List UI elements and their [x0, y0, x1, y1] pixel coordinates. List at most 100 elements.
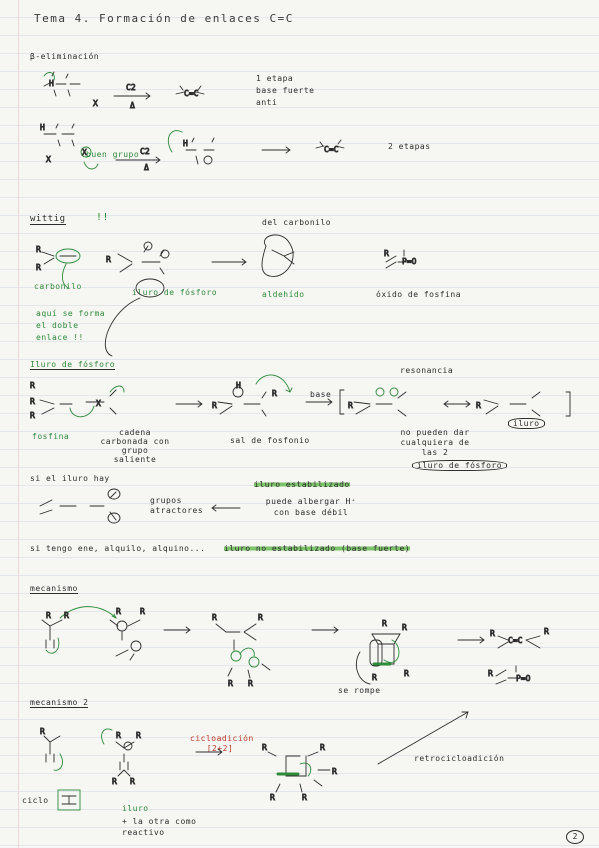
mech-r13: R: [490, 629, 495, 638]
note-halide-chain: cadena carbonada con grupo saliente: [100, 428, 170, 464]
note-two-steps: 2 etapas: [388, 142, 431, 151]
note-carbonyl-top: del carbonilo: [262, 218, 332, 227]
mech-r9: R: [382, 619, 387, 628]
note-can-be-any: no pueden dar cualquiera de las 2: [400, 428, 470, 457]
elim2-c2: C2: [140, 147, 150, 156]
note-carbonyl: carbonilo: [34, 282, 82, 291]
mech-r4: R: [140, 607, 145, 616]
elim2-h: H: [40, 123, 45, 132]
yl-r5: R: [272, 389, 277, 398]
wittig-r3: R: [106, 255, 111, 264]
yl-r2: R: [30, 397, 35, 406]
note-phosphine: fosfina: [32, 432, 70, 441]
mech2-r5: R: [130, 777, 135, 786]
section-ylide-formation: Iluro de fósforo: [30, 360, 116, 370]
mechanism-2-scheme: [43, 711, 469, 811]
note-leaving-group: buen grupo: [86, 150, 140, 159]
wittig-r1: R: [36, 245, 41, 254]
wittig-mark: !!: [96, 212, 110, 223]
wittig-r2: R: [36, 263, 41, 272]
yl-r3: R: [30, 411, 35, 420]
note-unstabilized-ylide: iluro no estabilizado (base fuerte): [224, 544, 411, 553]
elim-delta: Δ: [130, 101, 135, 110]
note-cycloaddition: cicloadición [2+2]: [190, 734, 254, 753]
page-title: Tema 4. Formación de enlaces C=C: [34, 12, 294, 25]
wittig-p-eq-o: P=O: [402, 257, 417, 266]
elim-product: C=C: [184, 89, 199, 98]
yl-x: X: [96, 399, 101, 408]
mech2-r3: R: [136, 731, 141, 740]
elim2-x-circled: X: [82, 148, 87, 157]
note-aldehyde: aldehído: [262, 290, 305, 299]
mech-r3: R: [116, 607, 121, 616]
note-ylide-phosphorus-box: iluro de fósforo: [412, 460, 508, 471]
section-elimination: β-eliminación: [30, 52, 100, 61]
elim2-product: C=C: [324, 145, 339, 154]
note-one-step: 1 etapa: [256, 74, 294, 83]
elim-c2: C2: [126, 83, 136, 92]
mech-r14: R: [544, 627, 549, 636]
elim2-h-int: H: [183, 139, 188, 148]
mech2-r4: R: [112, 777, 117, 786]
mech-r1: R: [46, 611, 51, 620]
unstabilized-ylide-text: iluro no estabilizado (base fuerte): [224, 544, 411, 553]
mech-r10: R: [402, 623, 407, 632]
note-cycle: ciclo: [22, 796, 49, 805]
mech-r6: R: [258, 613, 263, 622]
note-stabilized-ylide: iluro estabilizado: [254, 480, 350, 489]
yl-r1: R: [30, 381, 35, 390]
margin-line: [18, 0, 19, 848]
mechanism-scheme: [41, 606, 541, 685]
mech2-r1: R: [40, 727, 45, 736]
mech2-r8: R: [270, 793, 275, 802]
note-if-has: si tengo ene, alquilo, alquino...: [30, 544, 206, 553]
mech-r15: R: [488, 669, 493, 678]
note-strong-base: base fuerte: [256, 86, 315, 95]
mech-r8: R: [248, 679, 253, 688]
note-ylide-box: iluro: [508, 418, 545, 429]
ylide-formation-scheme: [39, 374, 571, 418]
yl-r4: R: [212, 401, 217, 410]
elim2-delta: Δ: [144, 163, 149, 172]
mech-product-po: P=O: [516, 674, 531, 683]
section-wittig: wittig: [30, 214, 66, 225]
elimination-two-step: [43, 123, 345, 170]
mech-r2: R: [64, 611, 69, 620]
mech-product-cc: C=C: [508, 636, 523, 645]
note-removed: se rompe: [338, 686, 381, 695]
mech2-r10: R: [332, 767, 337, 776]
mech2-r6: R: [262, 743, 267, 752]
section-mechanism: mecanismo: [30, 584, 78, 594]
section-mechanism-2: mecanismo 2: [30, 698, 89, 708]
mech-r12: R: [404, 669, 409, 678]
elim2-x: X: [46, 155, 51, 164]
page-number: 2: [566, 830, 584, 844]
yl-r7: R: [476, 401, 481, 410]
elim-h: H: [49, 79, 54, 88]
mech2-r9: R: [302, 793, 307, 802]
note-resonance: resonancia: [400, 366, 454, 375]
note-anti: anti: [256, 98, 278, 107]
note-can-bear: puede albergar H⁺ con base débil: [265, 497, 357, 517]
mech-r7: R: [228, 679, 233, 688]
note-forms-double-bond: aquí se forma el doble enlace !!: [36, 309, 106, 342]
note-other-reactant: + la otra como reactivo: [122, 817, 197, 837]
elimination-one-step: [43, 71, 205, 100]
note-ylide-bottom: iluro: [122, 804, 149, 813]
note-phosphonium-salt: sal de fosfonio: [230, 436, 310, 445]
mech-r5: R: [212, 613, 217, 622]
mech-r11: R: [372, 673, 377, 682]
mech2-r7: R: [320, 743, 325, 752]
note-attractor-groups: grupos atractores: [150, 496, 204, 515]
note-if-ylide-has: si el iluro hay: [30, 474, 110, 483]
mech2-r2: R: [116, 731, 121, 740]
elim-x: X: [93, 99, 98, 108]
note-ylide: iluro de fósforo: [132, 288, 218, 297]
note-retrocycloaddition: retrocicloadición: [414, 754, 505, 763]
wittig-overall: [41, 234, 407, 357]
yl-r6: R: [348, 401, 353, 410]
note-base: base: [310, 390, 332, 399]
wittig-r4: R: [384, 249, 389, 258]
